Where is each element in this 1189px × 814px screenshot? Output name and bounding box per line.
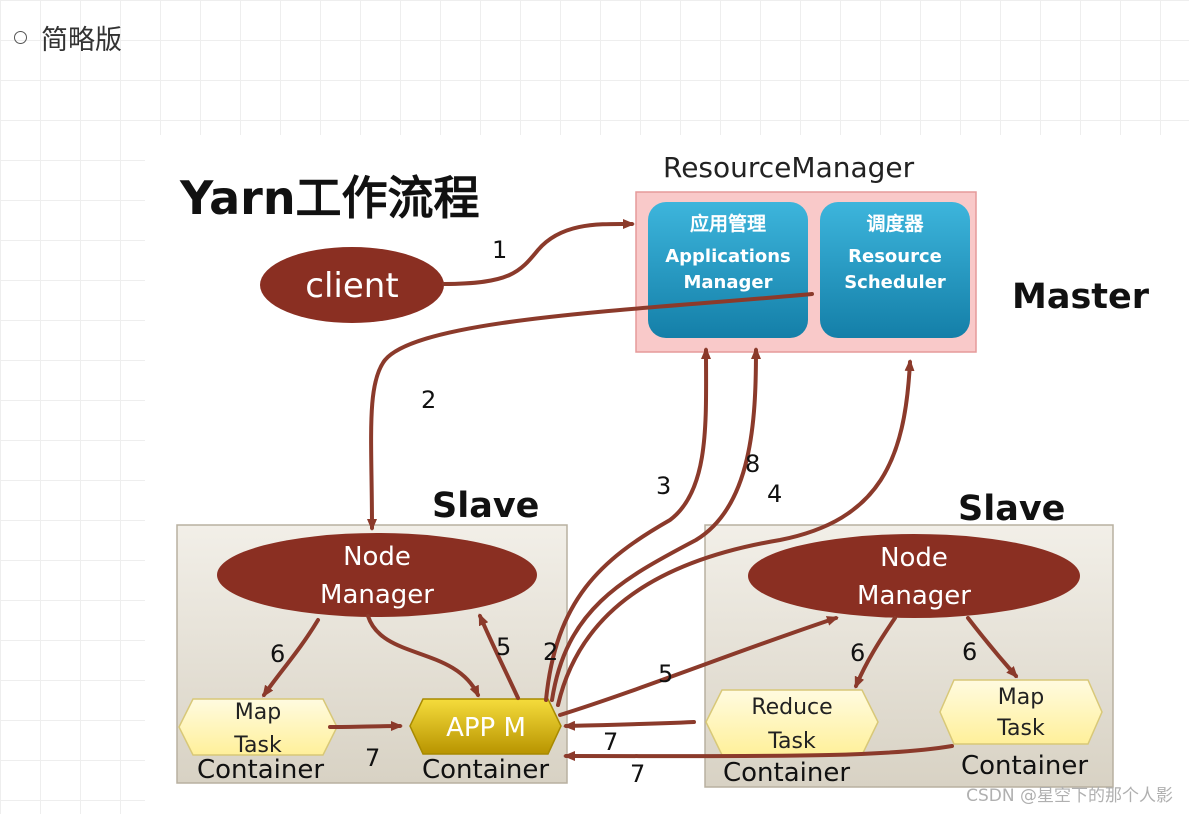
app-master-label: APP M <box>446 713 526 743</box>
nm-left-line2: Manager <box>320 580 434 610</box>
step-6-c: 6 <box>962 638 977 666</box>
slave-label-right: Slave <box>958 489 1065 529</box>
arrow-step-4 <box>556 359 915 707</box>
step-2-b: 2 <box>543 638 558 666</box>
map-task-left-line1: Map <box>235 700 281 725</box>
arrow-step-5-left <box>478 613 520 700</box>
step-6-b: 6 <box>850 639 865 667</box>
section-heading: 简略版 <box>41 25 122 56</box>
map-task-left-line2: Task <box>233 733 282 758</box>
scheduler-cn: 调度器 <box>866 212 924 235</box>
arrow-step-1 <box>442 218 635 286</box>
watermark: CSDN @星空下的那个人影 <box>966 786 1173 806</box>
master-label: Master <box>1012 277 1150 317</box>
step-5-b: 5 <box>658 660 673 688</box>
arrow-step-8 <box>550 347 761 702</box>
client-label: client <box>305 266 398 306</box>
heading-row: 简略版 <box>14 18 122 57</box>
arrow-step-2 <box>366 292 814 531</box>
step-1: 1 <box>492 236 507 264</box>
step-2-a: 2 <box>421 386 436 414</box>
container-label-2: Container <box>422 755 549 785</box>
scheduler-en1: Resource <box>848 246 942 267</box>
node-manager-left <box>217 533 537 617</box>
apps-manager-en1: Applications <box>665 246 791 267</box>
diagram-title: Yarn工作流程 <box>179 171 480 225</box>
scheduler-box <box>820 202 970 338</box>
apps-manager-en2: Manager <box>684 272 773 293</box>
apps-manager-cn: 应用管理 <box>690 212 766 235</box>
arrow-step-7-left <box>328 721 403 732</box>
bullet-icon <box>14 31 27 44</box>
arrow-step-6-right-a <box>854 616 897 689</box>
nm-right-line2: Manager <box>857 581 971 611</box>
arrow-step-7-reduce <box>563 720 696 731</box>
step-3: 3 <box>656 472 671 500</box>
map-task-left <box>178 698 338 756</box>
nm-left-line1: Node <box>343 542 411 572</box>
step-7-b: 7 <box>603 728 618 756</box>
scheduler-en2: Scheduler <box>844 272 946 293</box>
arrow-step-6-right-b <box>966 616 1018 679</box>
container-label-1: Container <box>197 755 324 785</box>
step-6-a: 6 <box>270 640 285 668</box>
container-label-3: Container <box>723 758 850 788</box>
step-7-a: 7 <box>365 744 380 772</box>
arrow-step-6-left <box>262 618 320 698</box>
step-8: 8 <box>745 450 760 478</box>
client-ellipse <box>260 247 444 323</box>
arrow-step-5-right <box>558 616 839 717</box>
map-task-right-line1: Map <box>998 685 1044 710</box>
resource-manager-label: ResourceManager <box>663 151 915 184</box>
node-manager-right <box>748 534 1080 618</box>
reduce-task-line2: Task <box>767 729 816 754</box>
arrow-step-7-map <box>563 744 954 762</box>
step-4: 4 <box>767 480 782 508</box>
arrow-nm-to-appm <box>366 614 480 698</box>
reduce-task-line1: Reduce <box>751 695 832 720</box>
slave-label-left: Slave <box>432 486 539 526</box>
nm-right-line1: Node <box>880 543 948 573</box>
map-task-right <box>939 679 1103 745</box>
arrow-step-3 <box>544 347 712 702</box>
container-label-4: Container <box>961 751 1088 781</box>
map-task-right-line2: Task <box>996 716 1045 741</box>
step-7-c: 7 <box>630 760 645 788</box>
step-5-a: 5 <box>496 633 511 661</box>
